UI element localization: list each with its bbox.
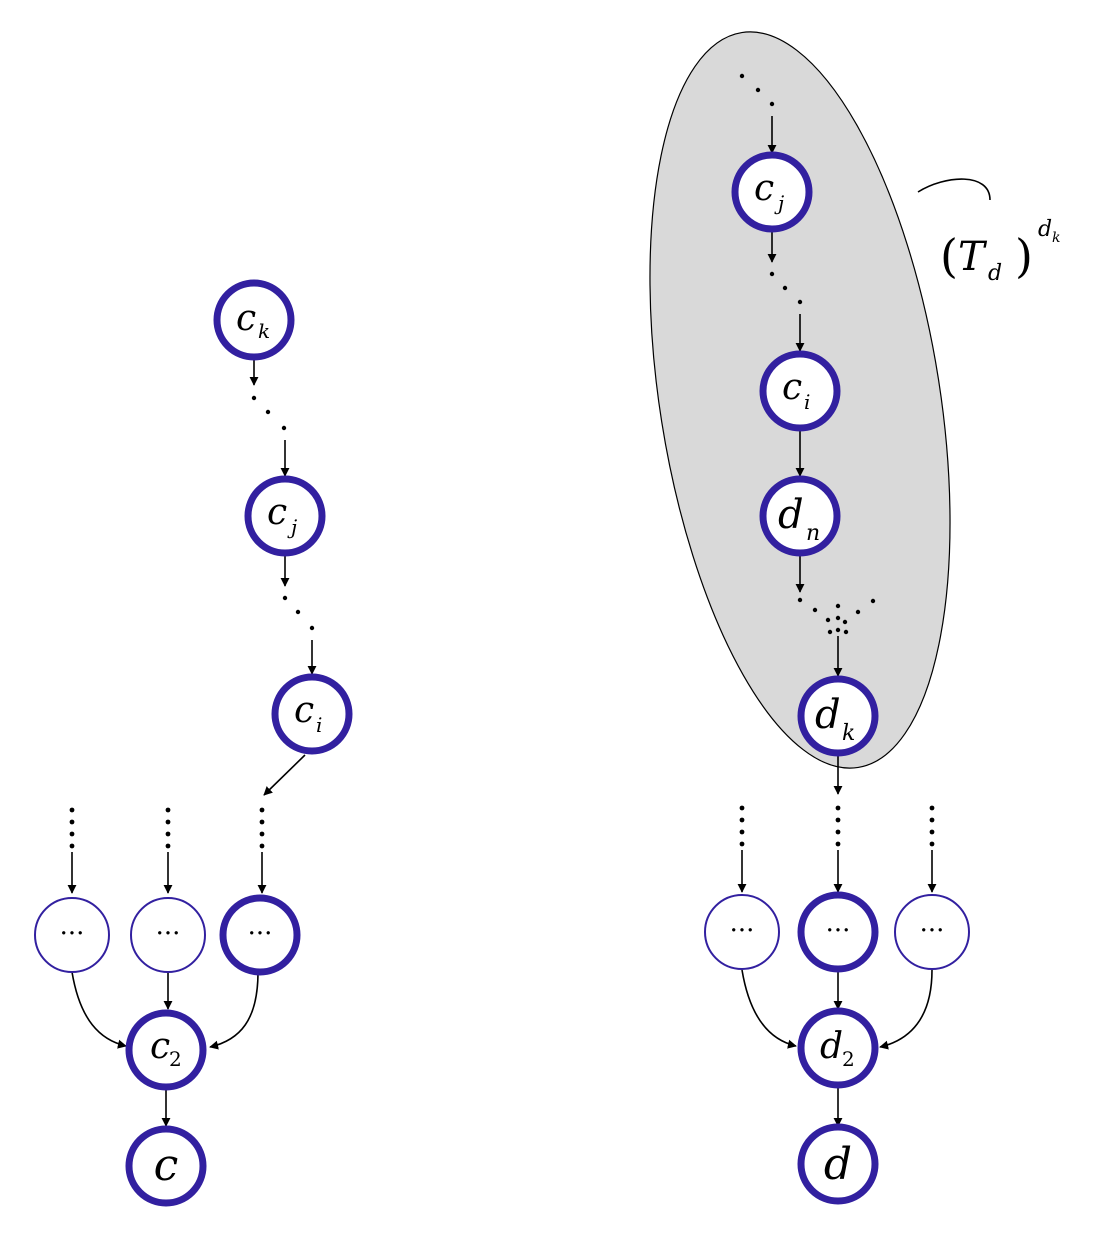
node-label: d <box>820 1026 843 1067</box>
subtree-label-sup-sub: k <box>1052 230 1060 246</box>
node-c: c <box>125 1125 207 1207</box>
node-cj: c j <box>244 475 326 557</box>
node-c2: c 2 <box>125 1009 207 1091</box>
node-label: ··· <box>730 916 755 946</box>
node-child-2: ··· <box>797 891 879 973</box>
vertical-dots <box>739 805 935 847</box>
vertical-dots <box>69 807 265 849</box>
node-child-1: ··· <box>34 897 110 973</box>
node-d2: d 2 <box>797 1007 879 1089</box>
node-ci: c i <box>759 350 841 432</box>
subtree-label-connector <box>917 178 991 201</box>
subtree-label-sup: d <box>1038 217 1052 242</box>
subtree-label: ( T d ) d k <box>940 217 1060 286</box>
node-child-1: ··· <box>704 894 780 970</box>
node-label: c <box>754 168 774 209</box>
left-tree: c k c j c i ··· ··· ··· c 2 <box>34 279 353 1207</box>
node-label: ··· <box>60 919 85 949</box>
node-label: ··· <box>248 919 273 949</box>
node-ck: c k <box>213 279 295 361</box>
node-dk: d k <box>797 675 879 757</box>
merge-dots <box>797 597 876 635</box>
subtree-label-sub: d <box>988 261 1002 286</box>
node-subscript: k <box>842 721 855 746</box>
edge <box>741 969 797 1049</box>
node-child-2: ··· <box>130 897 206 973</box>
node-subscript: k <box>258 319 270 343</box>
node-d: d <box>797 1123 879 1205</box>
node-subscript: 2 <box>842 1047 855 1071</box>
node-cj: c j <box>731 151 813 233</box>
node-dn: d n <box>759 475 841 557</box>
right-tree: c j c i d n d k ··· ··· ··· <box>704 73 970 1205</box>
node-subscript: 2 <box>169 1047 182 1071</box>
node-label: d <box>815 692 841 738</box>
svg-text:): ) <box>1015 229 1033 283</box>
node-child-3: ··· <box>219 894 301 976</box>
node-label: c <box>294 690 314 731</box>
subtree-label-main: T <box>958 234 988 280</box>
node-label: ··· <box>920 916 945 946</box>
edge <box>209 971 259 1050</box>
node-label: d <box>824 1139 852 1190</box>
node-subscript: j <box>774 191 784 215</box>
edge <box>263 754 306 796</box>
edge <box>879 969 933 1050</box>
node-label: d <box>778 492 804 538</box>
node-label: c <box>782 367 802 408</box>
edge <box>71 971 127 1049</box>
node-subscript: j <box>287 515 297 539</box>
node-label: c <box>150 1026 170 1067</box>
node-label: c <box>236 298 256 339</box>
svg-text:(: ( <box>940 229 958 283</box>
node-label: ··· <box>156 919 181 949</box>
node-label: c <box>154 1140 179 1191</box>
node-subscript: i <box>316 713 322 737</box>
node-label: c <box>267 492 287 533</box>
node-label: ··· <box>826 916 851 946</box>
node-subscript: n <box>806 521 820 546</box>
node-child-3: ··· <box>894 894 970 970</box>
node-subscript: i <box>804 390 810 414</box>
node-ci: c i <box>271 673 353 755</box>
